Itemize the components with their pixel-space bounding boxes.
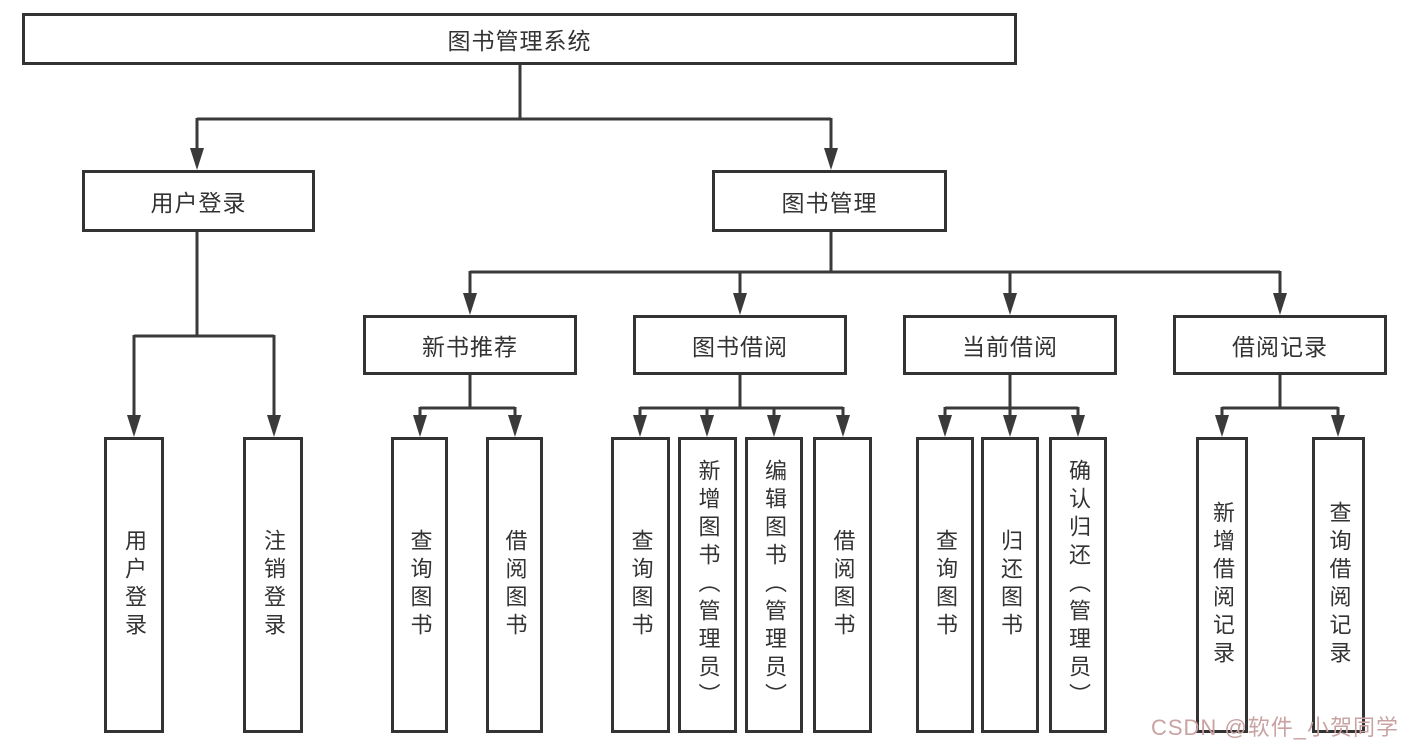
node-current-borrow: 当前借阅 <box>903 315 1117 375</box>
node-borrow-records: 借阅记录 <box>1173 315 1387 375</box>
leaf-logout: 注销登录 <box>243 437 303 733</box>
node-root: 图书管理系统 <box>22 13 1017 65</box>
node-current-borrow-label: 当前借阅 <box>962 334 1058 360</box>
leaf-current-query: 查询图书 <box>916 437 974 733</box>
node-borrowing-label: 图书借阅 <box>692 334 788 360</box>
leaf-current-return: 归还图书 <box>981 437 1039 733</box>
node-user-login: 用户登录 <box>82 170 315 232</box>
node-new-books: 新书推荐 <box>363 315 577 375</box>
leaf-user-login: 用户登录 <box>104 437 164 733</box>
connector-root <box>190 64 838 170</box>
connector-borrowing <box>633 375 850 437</box>
leaf-borrowing-add: 新增图书（管理员） <box>678 437 737 733</box>
connector-user-login <box>127 232 281 437</box>
leaf-borrowing-borrow: 借阅图书 <box>813 437 872 733</box>
node-book-mgmt-label: 图书管理 <box>781 190 878 216</box>
connector-new-books <box>413 375 522 437</box>
leaf-records-query: 查询借阅记录 <box>1312 437 1365 733</box>
leaf-borrowing-edit: 编辑图书（管理员） <box>745 437 803 733</box>
connector-book-mgmt <box>463 232 1287 315</box>
leaf-borrowing-edit-label: 编辑图书（管理员） <box>762 459 787 711</box>
connector-current-borrow <box>938 375 1085 437</box>
leaf-borrowing-borrow-label: 借阅图书 <box>830 529 856 641</box>
node-borrowing: 图书借阅 <box>633 315 847 375</box>
connector-borrow-records <box>1215 375 1345 437</box>
node-user-login-label: 用户登录 <box>150 190 247 216</box>
leaf-newbooks-borrow: 借阅图书 <box>486 437 543 733</box>
leaf-borrowing-query: 查询图书 <box>611 437 670 733</box>
leaf-current-confirm-label: 确认归还（管理员） <box>1066 459 1091 711</box>
leaf-borrowing-query-label: 查询图书 <box>628 529 654 641</box>
node-root-label: 图书管理系统 <box>447 28 592 54</box>
leaf-newbooks-query: 查询图书 <box>391 437 448 733</box>
watermark: CSDN @软件_小贺同学 <box>1150 715 1399 740</box>
leaf-records-add-label: 新增借阅记录 <box>1210 501 1235 669</box>
leaf-user-login-label: 用户登录 <box>122 529 147 641</box>
node-borrow-records-label: 借阅记录 <box>1232 334 1328 360</box>
leaf-records-query-label: 查询借阅记录 <box>1326 501 1352 669</box>
node-book-mgmt: 图书管理 <box>712 170 947 232</box>
leaf-current-confirm: 确认归还（管理员） <box>1049 437 1107 733</box>
leaf-borrowing-add-label: 新增图书（管理员） <box>695 459 721 711</box>
leaf-records-add: 新增借阅记录 <box>1196 437 1248 733</box>
node-new-books-label: 新书推荐 <box>422 334 518 360</box>
leaf-newbooks-borrow-label: 借阅图书 <box>502 529 528 641</box>
leaf-current-return-label: 归还图书 <box>998 529 1023 641</box>
leaf-newbooks-query-label: 查询图书 <box>407 529 433 641</box>
leaf-current-query-label: 查询图书 <box>933 529 958 641</box>
leaf-logout-label: 注销登录 <box>261 529 286 641</box>
